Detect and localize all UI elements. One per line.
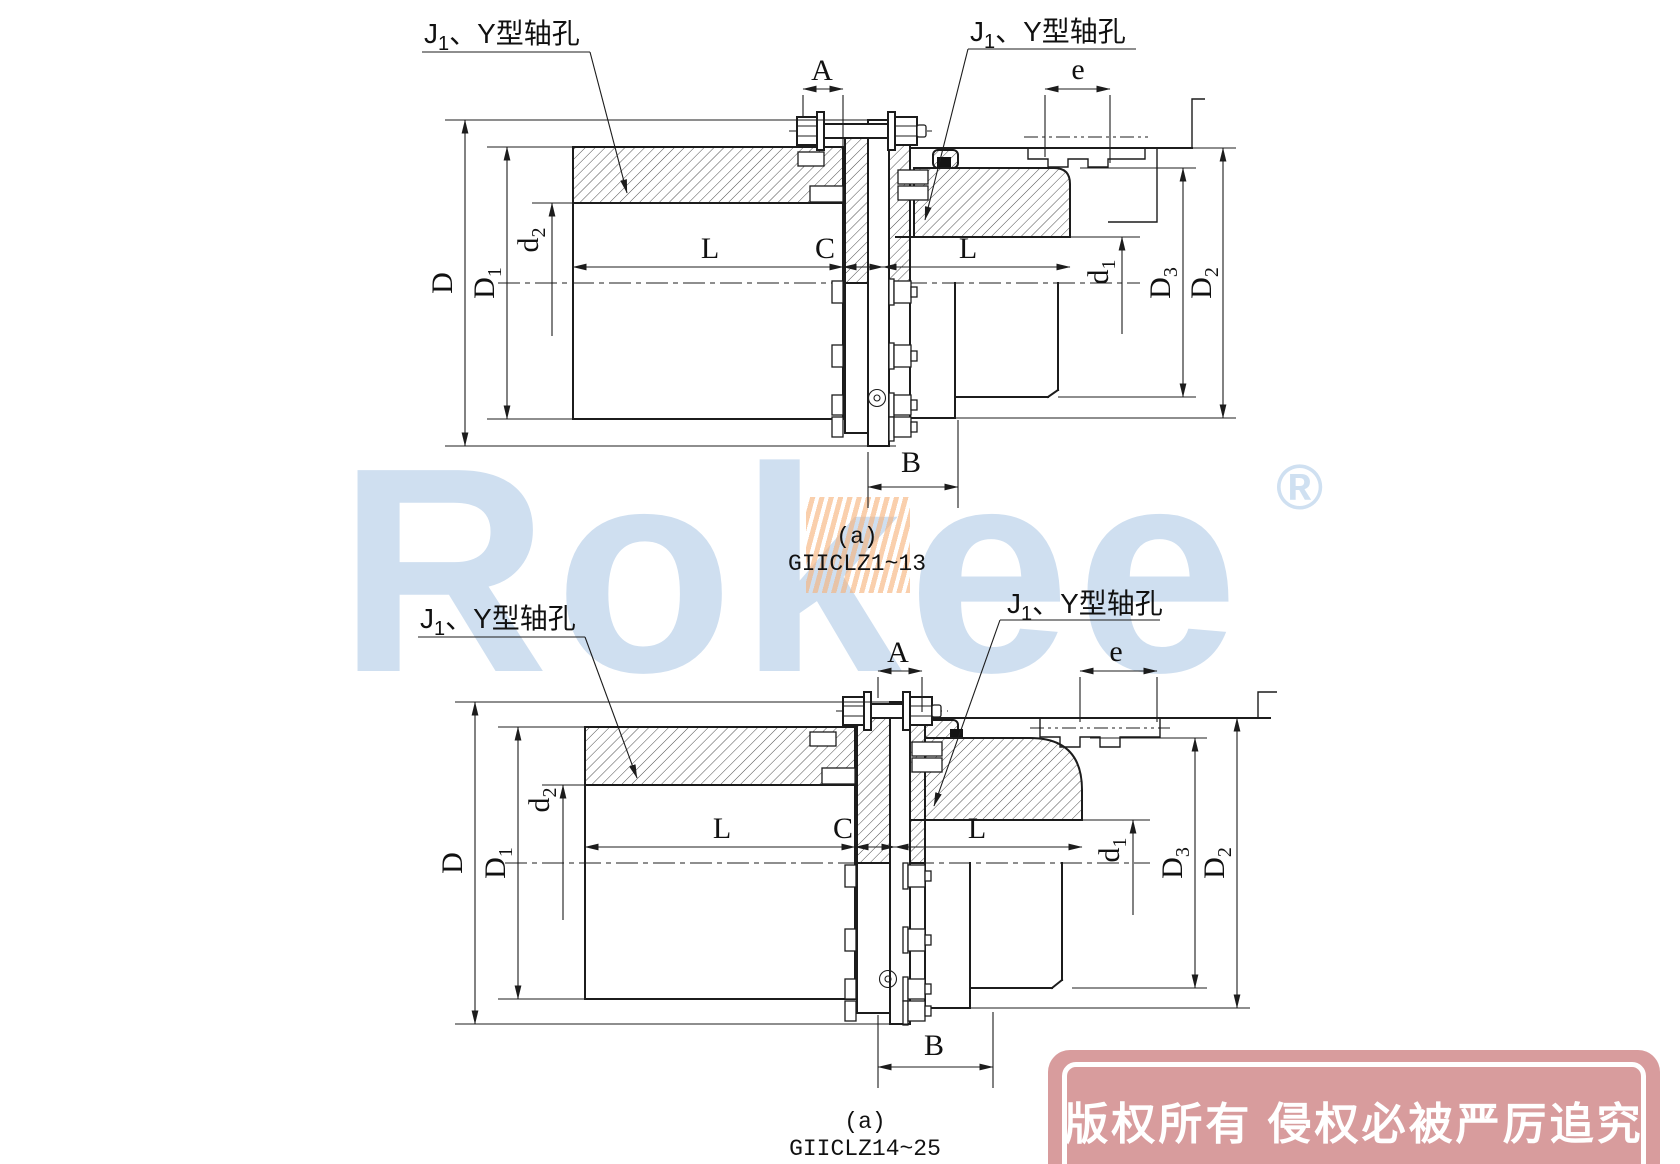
disc-bolts xyxy=(844,862,932,1026)
bolt-row-double xyxy=(844,976,932,1026)
dim-label-A: A xyxy=(887,636,909,669)
bolt-row xyxy=(831,342,918,370)
stamp-border: 版权所有 侵权必被严厉追究 xyxy=(1062,1062,1646,1164)
caption-model: GIICLZ14~25 xyxy=(789,1136,941,1162)
dim-labels-top: D D1 d2 L C L A e B d1 D3 D2 xyxy=(426,53,1223,479)
caption-bottom: (a) GIICLZ14~25 xyxy=(789,1109,941,1162)
bolt-row xyxy=(844,862,932,890)
dim-label-B: B xyxy=(901,446,921,479)
gear-tooth xyxy=(911,757,943,773)
right-hub-section xyxy=(895,147,1236,419)
bolt-head xyxy=(842,696,867,726)
dim-label-d2: d2 xyxy=(512,228,550,253)
leader-right: J1、Y型轴孔 xyxy=(933,588,1163,807)
dim-label-e: e xyxy=(1109,635,1122,668)
seal-ring xyxy=(950,729,963,740)
left-hub-section xyxy=(584,726,856,1000)
bolt-row-double xyxy=(831,392,918,442)
registered-trademark-icon: ® xyxy=(1276,451,1324,523)
gear-tooth xyxy=(897,169,929,185)
keyway-profile xyxy=(1030,691,1277,748)
disc-bolts xyxy=(831,278,918,442)
bolt-row xyxy=(831,278,918,306)
hub-gear-tooth xyxy=(821,767,856,785)
drawing-bottom: J1、Y型轴孔 J1、Y型轴孔 D D1 d2 L C L A e B d1 xyxy=(418,588,1277,1162)
seal-ring xyxy=(937,157,951,168)
dim-label-D1: D1 xyxy=(468,267,506,299)
washer xyxy=(863,691,872,731)
caption-index: (a) xyxy=(836,524,877,550)
dim-label-D3: D3 xyxy=(1144,267,1182,299)
dim-label-B: B xyxy=(924,1029,944,1062)
top-bolt xyxy=(836,691,948,731)
target-symbol xyxy=(867,388,887,408)
bolt-end xyxy=(916,124,927,138)
caption-model: GIICLZ1~13 xyxy=(788,551,926,577)
dim-label-d2: d2 xyxy=(523,788,561,813)
dim-label-C: C xyxy=(833,812,853,845)
dim-label-d1: d1 xyxy=(1082,260,1120,285)
dim-label-D: D xyxy=(436,852,469,874)
leader-right: J1、Y型轴孔 xyxy=(924,16,1136,221)
copyright-stamp: 版权所有 侵权必被严厉追究 xyxy=(1048,1050,1660,1164)
nut xyxy=(909,696,933,726)
leader-left: J1、Y型轴孔 xyxy=(418,603,638,779)
nut xyxy=(894,116,918,146)
dim-label-D2: D2 xyxy=(1198,847,1236,879)
leader-label: J1、Y型轴孔 xyxy=(970,16,1126,53)
leader-label: J1、Y型轴孔 xyxy=(1007,588,1163,625)
washer xyxy=(902,691,911,731)
dim-label-D1: D1 xyxy=(479,847,517,879)
drawing-top: J1、Y型轴孔 J1、Y型轴孔 D D1 d2 L C L A e B d1 xyxy=(422,16,1236,577)
left-hub-section xyxy=(572,146,844,420)
top-bolt xyxy=(789,111,933,151)
hub-stud xyxy=(797,151,825,167)
dim-label-L: L xyxy=(968,812,986,845)
dimensions-top xyxy=(445,85,1227,508)
dim-label-L: L xyxy=(959,232,977,265)
washer xyxy=(816,111,825,151)
washer xyxy=(887,111,896,151)
caption-top: (a) GIICLZ1~13 xyxy=(788,524,926,577)
dim-labels-bottom: D D1 d2 L C L A e B d1 D3 D2 xyxy=(436,635,1236,1062)
dim-label-L: L xyxy=(701,232,719,265)
gear-tooth xyxy=(911,741,943,757)
dim-label-A: A xyxy=(811,54,833,87)
dimensions-bottom xyxy=(455,667,1241,1088)
bolt-end xyxy=(931,704,942,718)
right-hub-section xyxy=(909,717,1271,1009)
dim-label-D2: D2 xyxy=(1185,267,1223,299)
dim-label-D: D xyxy=(426,272,459,294)
orange-stripes-watermark xyxy=(806,497,910,593)
hub-gear-tooth xyxy=(809,185,844,203)
dim-label-e: e xyxy=(1071,53,1084,86)
dim-label-d1: d1 xyxy=(1093,838,1131,863)
target-symbol xyxy=(878,969,898,989)
dim-label-C: C xyxy=(815,232,835,265)
leader-label: J1、Y型轴孔 xyxy=(420,603,576,640)
leader-left: J1、Y型轴孔 xyxy=(422,18,628,194)
bolt-row xyxy=(844,926,932,954)
dim-label-D3: D3 xyxy=(1156,847,1194,879)
leader-label: J1、Y型轴孔 xyxy=(424,18,580,55)
stamp-text: 版权所有 侵权必被严厉追究 xyxy=(1064,1100,1644,1149)
hub-stud xyxy=(809,731,837,747)
dim-label-L: L xyxy=(713,812,731,845)
caption-index: (a) xyxy=(844,1109,885,1135)
gear-tooth xyxy=(897,185,929,201)
